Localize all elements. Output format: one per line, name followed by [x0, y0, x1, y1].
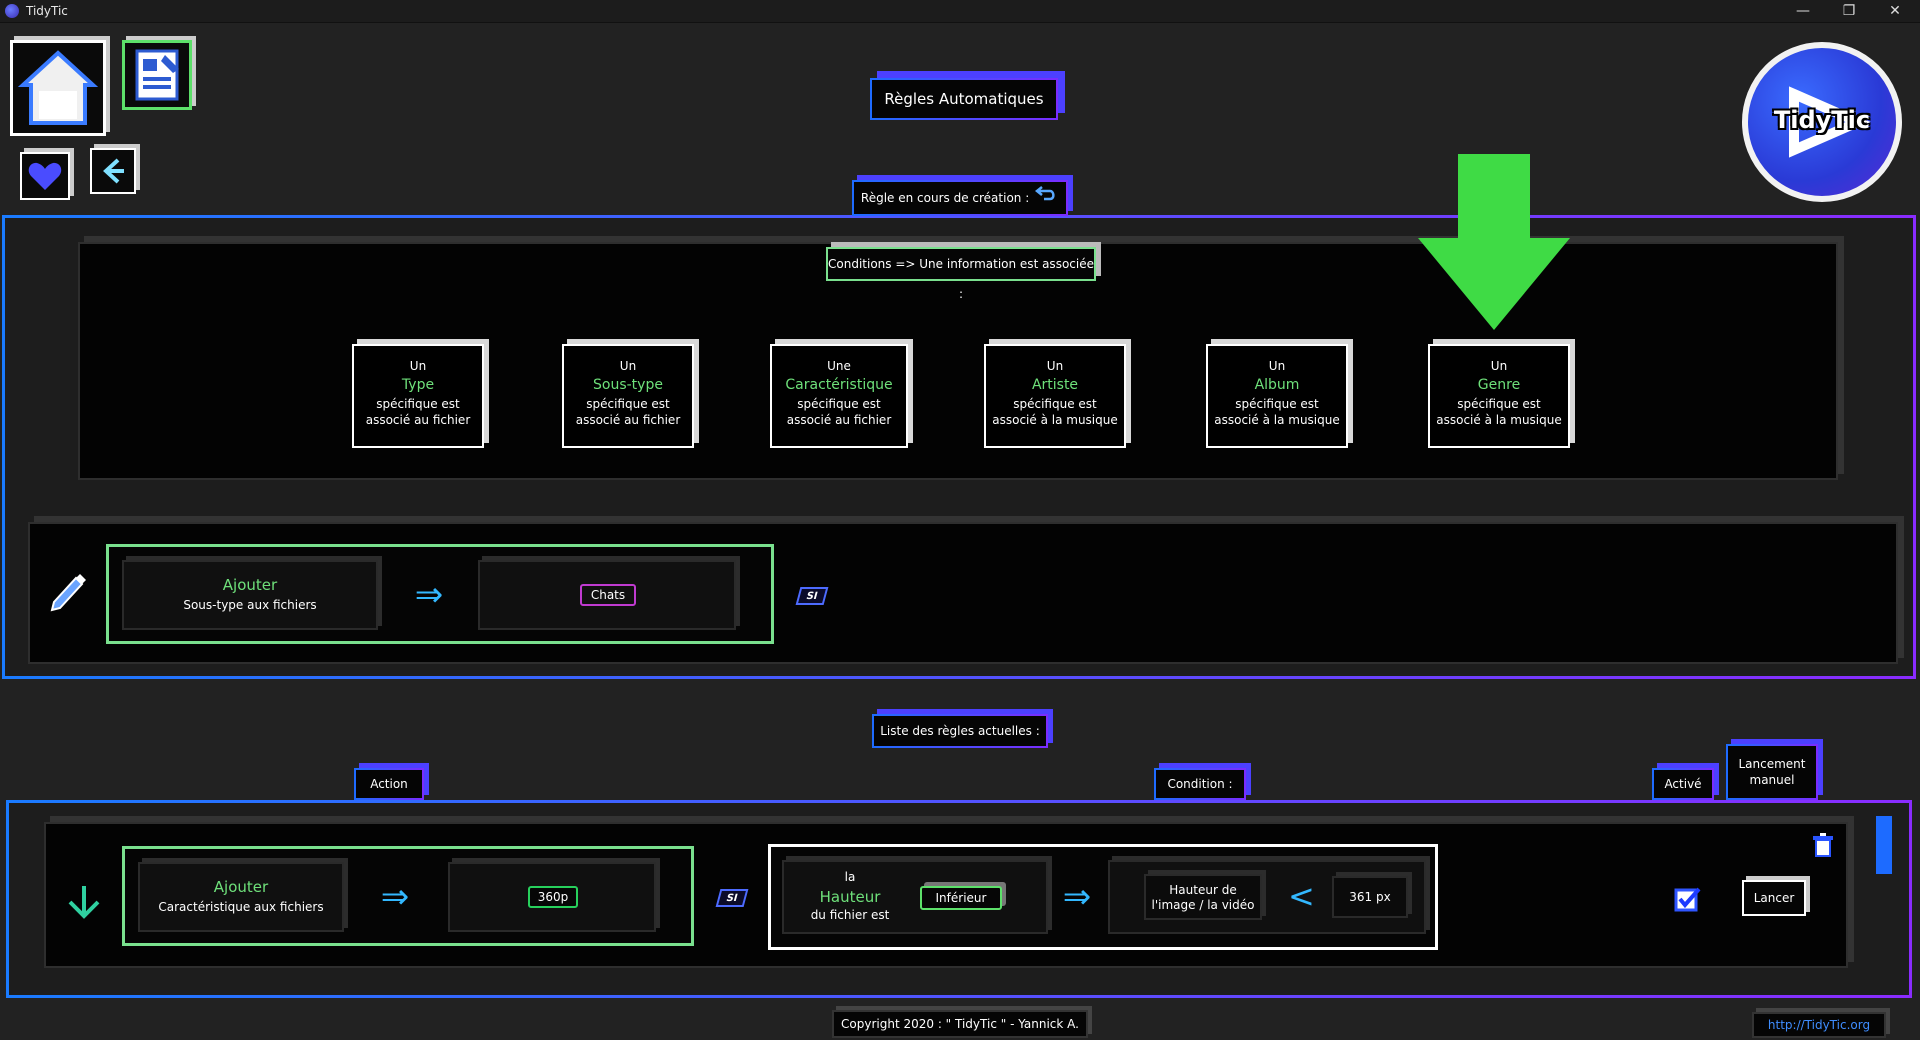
- conditions-label: Conditions => Une information est associ…: [826, 247, 1096, 301]
- card-line1: spécifique est: [797, 397, 881, 411]
- home-icon: [17, 50, 99, 125]
- card-line2: associé au fichier: [575, 413, 681, 427]
- condition-card-genre[interactable]: Un Genre spécifique est associé à la mus…: [1428, 344, 1570, 448]
- condition-property: Hauteur: [819, 888, 881, 906]
- rules-list-label: Liste des règles actuelles :: [872, 714, 1048, 748]
- card-highlight: Type: [401, 377, 435, 393]
- card-line1: spécifique est: [1457, 397, 1541, 411]
- si-badge: SI: [795, 587, 829, 605]
- minimize-button[interactable]: —: [1796, 3, 1810, 19]
- action-value-slot[interactable]: Chats: [478, 560, 736, 630]
- card-highlight: Sous-type: [593, 377, 663, 393]
- column-manual-launch-line2: manuel: [1749, 773, 1795, 787]
- card-line1: spécifique est: [1235, 397, 1319, 411]
- column-condition: Condition :: [1154, 768, 1246, 800]
- card-line2: associé à la musique: [992, 413, 1118, 427]
- window-titlebar: TidyTic — ❐ ✕: [0, 0, 1920, 23]
- close-button[interactable]: ✕: [1889, 3, 1901, 19]
- rule-si-badge: SI: [715, 889, 749, 907]
- back-button[interactable]: [90, 148, 136, 194]
- column-active: Activé: [1652, 768, 1714, 800]
- condition-suffix: du fichier est: [810, 908, 890, 922]
- tidytic-logo: TidyTic: [1742, 42, 1902, 202]
- action-target: Sous-type aux fichiers: [183, 598, 317, 612]
- rule-arrow-right-icon: ⇒: [380, 877, 410, 917]
- condition-reference[interactable]: Hauteur de l'image / la vidéo: [1144, 874, 1262, 920]
- rule-action-target: Caractéristique aux fichiers: [158, 900, 324, 914]
- active-checkbox-icon[interactable]: [1674, 886, 1702, 912]
- less-than-icon: <: [1288, 877, 1315, 915]
- page-title: Règles Automatiques: [870, 78, 1058, 120]
- condition-operator-chip[interactable]: Inférieur: [920, 886, 1002, 910]
- card-line1: spécifique est: [376, 397, 460, 411]
- action-value-chip[interactable]: Chats: [580, 584, 636, 606]
- logo-arrow-icon: [1789, 86, 1871, 158]
- pencil-icon[interactable]: [46, 570, 90, 614]
- card-prefix: Un: [1046, 359, 1064, 373]
- condition-card-characteristic[interactable]: Une Caractéristique spécifique est assoc…: [770, 344, 908, 448]
- rule-action-value-slot[interactable]: 360p: [448, 862, 656, 932]
- card-line1: spécifique est: [586, 397, 670, 411]
- column-manual-launch-line1: Lancement: [1738, 757, 1806, 771]
- rules-editor-button[interactable]: [122, 40, 192, 110]
- condition-arrow-right-icon: ⇒: [1062, 877, 1092, 917]
- action-verb: Ajouter: [222, 576, 278, 594]
- rule-action-value-chip[interactable]: 360p: [528, 886, 578, 908]
- copyright-label: Copyright 2020 : " TidyTic " - Yannick A…: [832, 1010, 1088, 1038]
- condition-reference-line1: Hauteur de: [1169, 883, 1237, 897]
- rule-condition-ref-slot[interactable]: Hauteur de l'image / la vidéo < 361 px: [1108, 860, 1426, 934]
- arrow-left-icon: [103, 158, 124, 184]
- rule-condition-slot[interactable]: la Hauteur du fichier est Inférieur: [782, 860, 1048, 934]
- card-highlight: Genre: [1477, 377, 1521, 393]
- condition-card-artist[interactable]: Un Artiste spécifique est associé à la m…: [984, 344, 1126, 448]
- launch-button[interactable]: Lancer: [1742, 880, 1806, 916]
- card-line2: associé au fichier: [365, 413, 471, 427]
- logo-text: TidyTic: [1773, 106, 1871, 134]
- condition-value[interactable]: 361 px: [1332, 876, 1408, 918]
- trash-icon[interactable]: [1808, 830, 1838, 860]
- maximize-button[interactable]: ❐: [1842, 3, 1856, 19]
- undo-icon[interactable]: [1033, 183, 1059, 215]
- card-prefix: Un: [619, 359, 637, 373]
- favorites-button[interactable]: [20, 152, 70, 200]
- rule-action-type-slot[interactable]: Ajouter Caractéristique aux fichiers: [138, 862, 344, 932]
- rule-action-verb: Ajouter: [213, 878, 269, 896]
- card-line2: associé au fichier: [786, 413, 892, 427]
- arrow-down-icon[interactable]: [64, 884, 104, 920]
- condition-card-album[interactable]: Un Album spécifique est associé à la mus…: [1206, 344, 1348, 448]
- card-highlight: Album: [1254, 377, 1300, 393]
- rule-creation-tab: Règle en cours de création :: [852, 180, 1068, 216]
- home-button[interactable]: [10, 40, 106, 136]
- card-prefix: Un: [1268, 359, 1286, 373]
- document-edit-icon: [135, 49, 179, 101]
- card-highlight: Caractéristique: [785, 377, 893, 393]
- condition-card-type[interactable]: Un Type spécifique est associé au fichie…: [352, 344, 484, 448]
- card-prefix: Un: [409, 359, 427, 373]
- app-icon: [5, 4, 19, 18]
- condition-card-subtype[interactable]: Un Sous-type spécifique est associé au f…: [562, 344, 694, 448]
- card-prefix: Une: [827, 359, 851, 373]
- condition-reference-line2: l'image / la vidéo: [1151, 898, 1255, 912]
- arrow-right-icon: ⇒: [414, 575, 444, 615]
- card-highlight: Artiste: [1031, 377, 1079, 393]
- card-line2: associé à la musique: [1214, 413, 1340, 427]
- rule-creation-label: Règle en cours de création :: [860, 191, 1030, 205]
- condition-la: la: [844, 870, 856, 884]
- action-type-slot[interactable]: Ajouter Sous-type aux fichiers: [122, 560, 378, 630]
- pointer-arrow-icon: [1418, 154, 1570, 330]
- heart-icon: [28, 162, 62, 190]
- scrollbar-thumb[interactable]: [1876, 816, 1892, 874]
- column-action: Action: [354, 768, 424, 800]
- card-line2: associé à la musique: [1436, 413, 1562, 427]
- window-title: TidyTic: [26, 4, 68, 18]
- card-line1: spécifique est: [1013, 397, 1097, 411]
- column-manual-launch: Lancement manuel: [1726, 744, 1818, 800]
- website-link[interactable]: http://TidyTic.org: [1752, 1012, 1886, 1038]
- card-prefix: Un: [1490, 359, 1508, 373]
